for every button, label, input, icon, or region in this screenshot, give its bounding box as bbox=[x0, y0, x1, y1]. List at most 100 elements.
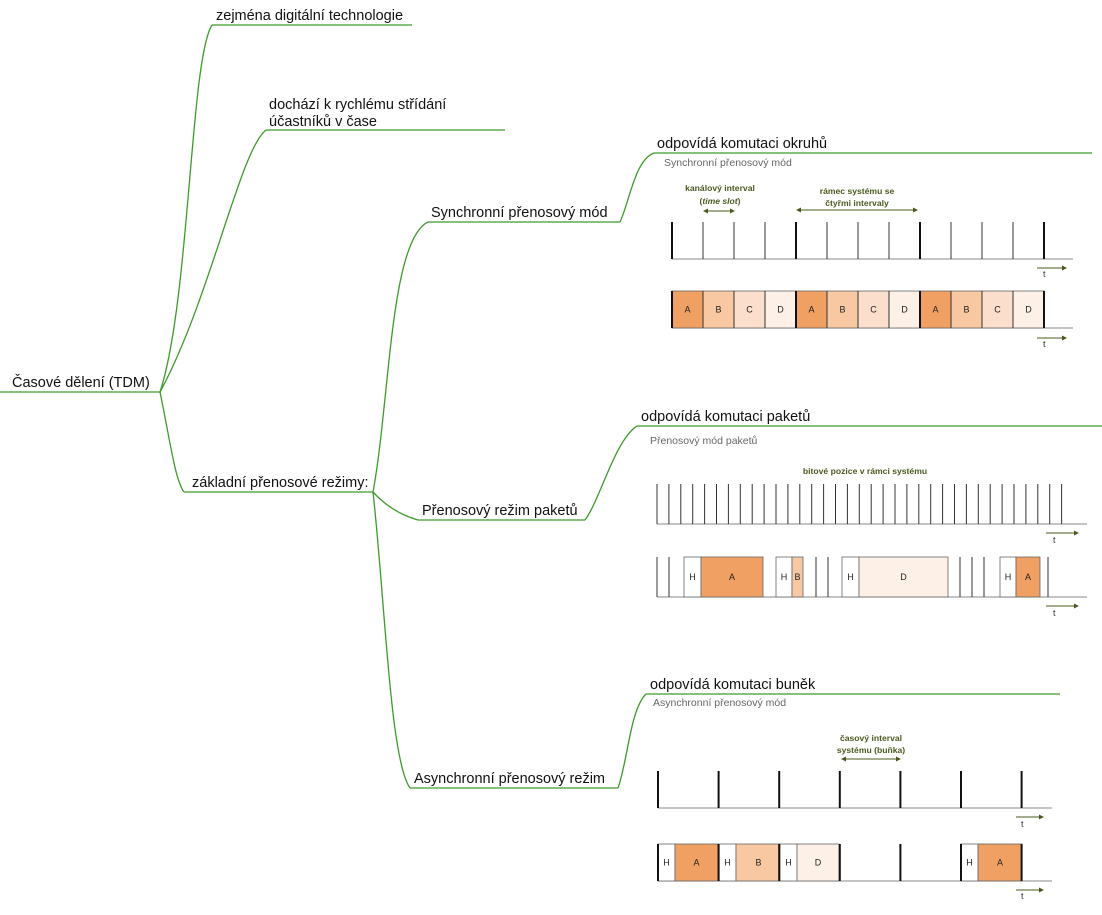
sync-bottom-time-arrowhead bbox=[1062, 335, 1067, 341]
atm-bottom-time-arrowhead bbox=[1039, 887, 1044, 893]
pkt-cell-H-label: H bbox=[781, 572, 788, 582]
pkt-top-time-arrowhead bbox=[1074, 530, 1079, 536]
pkt-cell-D-label: D bbox=[900, 572, 907, 582]
alternation-node-line1: dochází k rychlému střídání bbox=[269, 97, 446, 113]
cell-switching-node: odpovídá komutaci buněk bbox=[650, 677, 816, 693]
pkt-cell-D bbox=[858, 556, 949, 598]
packet-bit-positions bbox=[656, 484, 1087, 536]
pkt-cell-A bbox=[1015, 556, 1041, 598]
sync-slot-D bbox=[1012, 290, 1045, 329]
sync-slot-C-label: C bbox=[870, 305, 877, 315]
sync-slot-A-label: A bbox=[808, 305, 814, 315]
atm-cell-H-label: H bbox=[724, 858, 731, 868]
atm-cell-A-label: A bbox=[693, 858, 699, 868]
atm-cell-A bbox=[977, 843, 1023, 882]
branch-to-circuit bbox=[619, 152, 655, 223]
atm-top-time-arrowhead bbox=[1039, 814, 1044, 820]
cell-interval-annotation: časový interval bbox=[840, 733, 902, 743]
synchronous-timeline-top bbox=[671, 222, 1073, 271]
sync-top-t-label: t bbox=[1043, 269, 1046, 279]
atm-bottom-t-label: t bbox=[1021, 891, 1024, 901]
frame-span-arrowhead-right bbox=[913, 207, 918, 213]
sync-slot-A-label: A bbox=[684, 305, 690, 315]
asynchronous-node: Asynchronní přenosový režim bbox=[414, 771, 605, 787]
synchronous-diagram: Synchronní přenosový mód kanálový interv… bbox=[664, 157, 1073, 349]
pkt-bottom-t-label: t bbox=[1053, 608, 1056, 618]
branch-to-synchronous bbox=[372, 221, 429, 493]
slot-annotation: kanálový interval bbox=[685, 183, 755, 193]
cell-span-arrowhead-left bbox=[841, 756, 846, 762]
circuit-switching-node: odpovídá komutaci okruhů bbox=[657, 136, 827, 152]
packet-diagram-title: Přenosový mód paketů bbox=[650, 435, 758, 447]
slot-span-arrowhead-right bbox=[730, 208, 735, 214]
atm-cell-B-label: B bbox=[755, 858, 761, 868]
asynchronous-timeline-top bbox=[657, 771, 1052, 820]
sync-slot-C bbox=[733, 290, 766, 329]
sync-slot-B-label: B bbox=[715, 305, 721, 315]
sync-slot-A-label: A bbox=[932, 305, 938, 315]
sync-slot-D bbox=[764, 290, 797, 329]
synchronous-node: Synchronní přenosový mód bbox=[431, 205, 608, 221]
pkt-cell-A-label: A bbox=[729, 572, 735, 582]
sync-slot-C-label: C bbox=[746, 305, 753, 315]
slot-annotation-2: (time slot) bbox=[699, 196, 740, 206]
cell-span-arrowhead-right bbox=[896, 756, 901, 762]
branch-lines bbox=[0, 24, 1102, 789]
pkt-cell-A bbox=[700, 556, 764, 598]
atm-cell-A-label: A bbox=[997, 858, 1003, 868]
packet-switching-node: odpovídá komutaci paketů bbox=[641, 409, 810, 425]
modes-node: základní přenosové režimy: bbox=[192, 475, 369, 491]
sync-slot-D-label: D bbox=[777, 305, 784, 315]
packet-diagram: Přenosový mód paketů bitové pozice v rám… bbox=[650, 435, 1087, 618]
cell-interval-annotation-2: systému (buňka) bbox=[837, 745, 905, 755]
slot-span-arrowhead-left bbox=[703, 208, 708, 214]
pkt-bottom-time-arrowhead bbox=[1074, 603, 1079, 609]
packet-node: Přenosový režim paketů bbox=[422, 503, 578, 519]
pkt-top-t-label: t bbox=[1053, 535, 1056, 545]
branch-to-alternation bbox=[159, 129, 267, 393]
sync-slot-B-label: B bbox=[839, 305, 845, 315]
frame-annotation-2: čtyřmi intervaly bbox=[825, 198, 889, 208]
root-node: Časové dělení (TDM) bbox=[12, 374, 150, 391]
pkt-cell-B-label: B bbox=[794, 572, 800, 582]
synchronous-diagram-title: Synchronní přenosový mód bbox=[664, 157, 792, 169]
branch-to-digital bbox=[159, 24, 213, 393]
pkt-cell-A-label: A bbox=[1025, 572, 1031, 582]
atm-cell-H-label: H bbox=[663, 858, 670, 868]
sync-slot-C bbox=[857, 290, 890, 329]
sync-slot-C-label: C bbox=[994, 305, 1001, 315]
pkt-cell-H-label: H bbox=[1005, 572, 1012, 582]
pkt-cell-H-label: H bbox=[689, 572, 696, 582]
alternation-node-line2: účastníků v čase bbox=[269, 114, 377, 130]
sync-slot-D bbox=[888, 290, 921, 329]
branch-to-packet bbox=[372, 491, 419, 521]
sync-slot-B bbox=[826, 290, 859, 329]
branch-to-cell-switching bbox=[617, 693, 647, 789]
pkt-cell-B bbox=[791, 556, 804, 598]
atm-cell-H-label: H bbox=[785, 858, 792, 868]
branch-to-asynchronous bbox=[372, 491, 411, 789]
digital-node: zejména digitální technologie bbox=[216, 8, 403, 24]
frame-span-arrowhead-left bbox=[796, 207, 801, 213]
atm-cell-D bbox=[796, 843, 840, 882]
sync-slot-D-label: D bbox=[1025, 305, 1032, 315]
pkt-cell-H-label: H bbox=[847, 572, 854, 582]
branch-to-packet-switching bbox=[584, 425, 638, 521]
atm-cell-B bbox=[735, 843, 782, 882]
sync-top-time-arrowhead bbox=[1062, 265, 1067, 271]
sync-bottom-t-label: t bbox=[1043, 339, 1046, 349]
asynchronous-diagram-title: Asynchronní přenosový mód bbox=[653, 697, 786, 709]
atm-cell-A bbox=[674, 843, 719, 882]
sync-slot-B-label: B bbox=[963, 305, 969, 315]
atm-top-t-label: t bbox=[1021, 819, 1024, 829]
atm-cell-D-label: D bbox=[815, 858, 822, 868]
bit-position-annotation: bitové pozice v rámci systému bbox=[803, 466, 927, 476]
sync-slot-D-label: D bbox=[901, 305, 908, 315]
branch-to-modes bbox=[159, 391, 185, 493]
frame-annotation: rámec systému se bbox=[820, 186, 895, 196]
atm-cell-H-label: H bbox=[966, 858, 973, 868]
